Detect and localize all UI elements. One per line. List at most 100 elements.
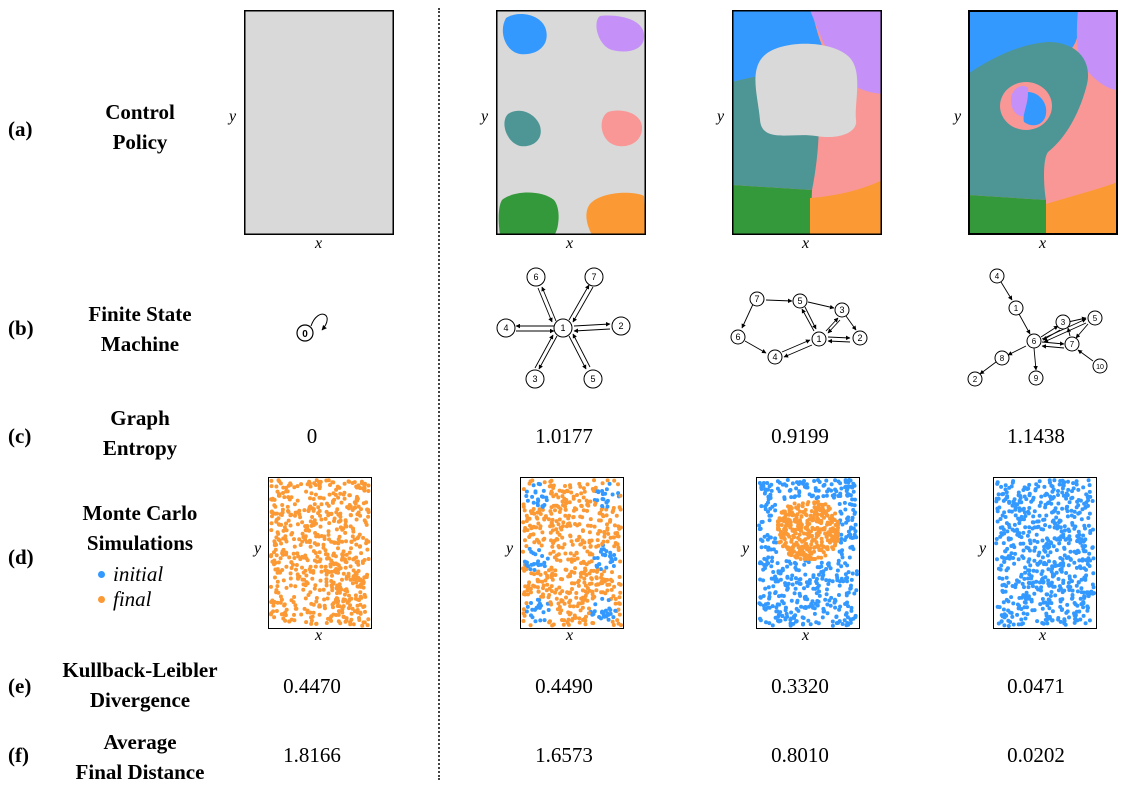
final-point (523, 584, 528, 589)
row-title-e: Kullback-Leibler Divergence (40, 655, 240, 715)
final-point (292, 556, 297, 560)
initial-point (1040, 538, 1045, 543)
initial-point (1017, 498, 1022, 503)
initial-point (766, 601, 770, 606)
final-point (610, 579, 615, 584)
initial-point (761, 603, 766, 608)
final-point (809, 509, 814, 514)
final-point (581, 495, 586, 500)
initial-point (1066, 580, 1071, 585)
final-point (300, 520, 305, 525)
initial-point (1001, 541, 1006, 546)
final-point (361, 620, 366, 625)
initial-point (1066, 541, 1071, 546)
initial-point (1058, 619, 1063, 624)
final-point (526, 583, 531, 588)
final-point (548, 551, 553, 556)
initial-point (812, 611, 817, 616)
fsm-edge (744, 340, 767, 354)
final-point (342, 496, 347, 501)
final-point (344, 539, 348, 544)
final-point (332, 569, 337, 573)
initial-point (796, 482, 801, 486)
initial-point (834, 489, 839, 494)
initial-point (842, 618, 847, 623)
initial-point (1076, 580, 1081, 585)
final-point (313, 531, 318, 535)
legend-initial-label: initial (113, 562, 164, 586)
final-point (573, 615, 578, 620)
legend-initial-marker (98, 571, 105, 578)
initial-point (775, 486, 780, 491)
final-point (302, 606, 307, 611)
initial-point (1003, 549, 1008, 554)
final-point (366, 483, 371, 488)
initial-point (1062, 545, 1067, 550)
fsm-node-label: 6 (533, 272, 538, 282)
final-point (284, 521, 288, 526)
final-point (612, 523, 617, 528)
initial-point (1051, 509, 1056, 514)
final-point (319, 517, 324, 522)
final-point (319, 502, 324, 507)
initial-point (854, 588, 859, 593)
final-point (336, 612, 341, 617)
initial-point (1063, 537, 1068, 542)
final-point (286, 495, 291, 500)
final-point (294, 563, 299, 567)
initial-point (1000, 576, 1005, 581)
initial-point (1050, 566, 1055, 571)
final-point (549, 575, 554, 580)
final-point (612, 544, 617, 549)
fsm-node-label: 7 (591, 272, 596, 282)
initial-point (1023, 514, 1028, 518)
final-point (302, 508, 307, 513)
final-point (334, 527, 339, 532)
final-point (338, 491, 343, 496)
mc-panel-3-ylabel: y (742, 540, 750, 557)
initial-point (1017, 521, 1022, 526)
final-point (569, 490, 574, 495)
initial-point (1051, 544, 1056, 549)
initial-point (608, 611, 613, 616)
initial-point (1035, 525, 1040, 530)
initial-point (1000, 583, 1005, 588)
final-point (793, 531, 798, 536)
final-point (577, 522, 582, 527)
final-point (577, 616, 582, 621)
final-point (275, 570, 280, 575)
final-point (535, 577, 540, 582)
initial-point (1042, 484, 1047, 489)
initial-point (770, 604, 775, 609)
initial-point (785, 478, 790, 482)
initial-point (793, 565, 798, 570)
initial-point (1050, 484, 1055, 489)
fsm-node-label: 4 (995, 272, 1000, 281)
final-point (575, 493, 579, 497)
final-point (800, 501, 805, 506)
initial-point (1079, 537, 1084, 542)
final-point (825, 522, 829, 527)
final-point (545, 575, 550, 580)
initial-point (1078, 540, 1083, 545)
initial-point (778, 610, 783, 615)
initial-point (1004, 568, 1009, 573)
final-point (287, 555, 292, 560)
final-point (536, 521, 541, 526)
final-point (300, 531, 305, 536)
fsm-edge (765, 298, 793, 304)
final-point (301, 587, 306, 592)
initial-point (849, 608, 854, 613)
initial-point (1040, 569, 1045, 574)
title-line: Final Distance (75, 760, 205, 784)
title-line: Machine (100, 332, 180, 356)
final-point (272, 615, 277, 620)
initial-point (811, 605, 815, 610)
final-point (365, 623, 370, 628)
initial-point (535, 501, 540, 506)
final-point (347, 593, 351, 598)
initial-point (608, 550, 613, 555)
initial-point (1032, 591, 1037, 596)
fsm-edge (804, 306, 817, 330)
final-point (570, 587, 574, 591)
